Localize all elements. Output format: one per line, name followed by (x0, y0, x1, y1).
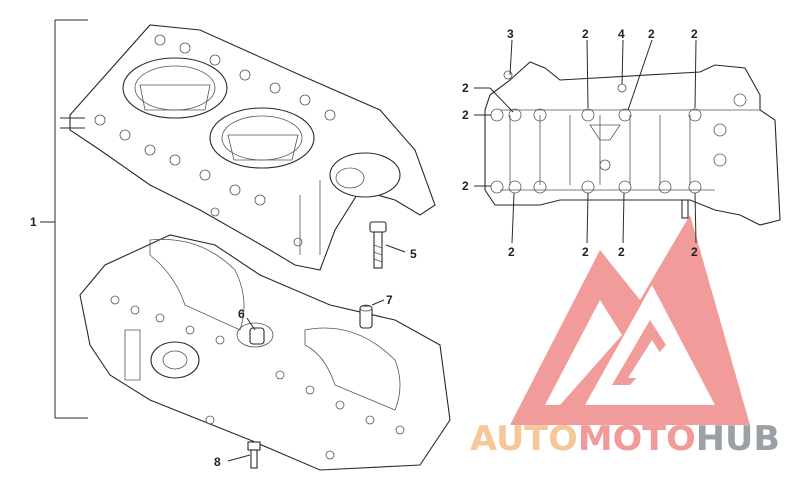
callout-2: 2 (462, 108, 469, 122)
callout-2: 2 (648, 27, 655, 41)
dowel-item-7 (359, 304, 373, 329)
callout-6: 6 (238, 307, 245, 321)
callout-labels: 1 3 4 5 6 7 8 2 2 2 2 2 2 2 2 2 2 (30, 27, 698, 469)
watermark-hub: HUB (696, 419, 780, 459)
upper-crankcase (60, 24, 436, 271)
callout-2: 2 (462, 179, 469, 193)
callout-2: 2 (691, 245, 698, 259)
watermark-wordmark: AUTOMOTOHUB (470, 419, 780, 459)
callout-7: 7 (386, 293, 393, 307)
callout-8: 8 (214, 455, 221, 469)
callout-2: 2 (691, 27, 698, 41)
callout-2: 2 (618, 245, 625, 259)
watermark-auto: AUTO (470, 419, 578, 459)
svg-text:AUTOMOTOHUB: AUTOMOTOHUB (470, 419, 780, 459)
callout-2: 2 (508, 245, 515, 259)
fitting-item-8 (247, 441, 261, 469)
watermark-logo (510, 215, 750, 425)
callout-2: 2 (582, 27, 589, 41)
callout-2: 2 (582, 245, 589, 259)
leader-lines (227, 39, 697, 462)
callout-5: 5 (410, 247, 417, 261)
callout-4: 4 (618, 27, 625, 41)
bolt-item-5 (369, 221, 387, 269)
callout-2: 2 (462, 81, 469, 95)
callout-3: 3 (507, 27, 514, 41)
callout-1: 1 (30, 215, 37, 229)
bracket-item-1 (40, 19, 88, 419)
watermark-moto: MOTO (578, 419, 696, 459)
crankcase-top-view (484, 61, 781, 226)
lower-crankcase (79, 234, 451, 471)
